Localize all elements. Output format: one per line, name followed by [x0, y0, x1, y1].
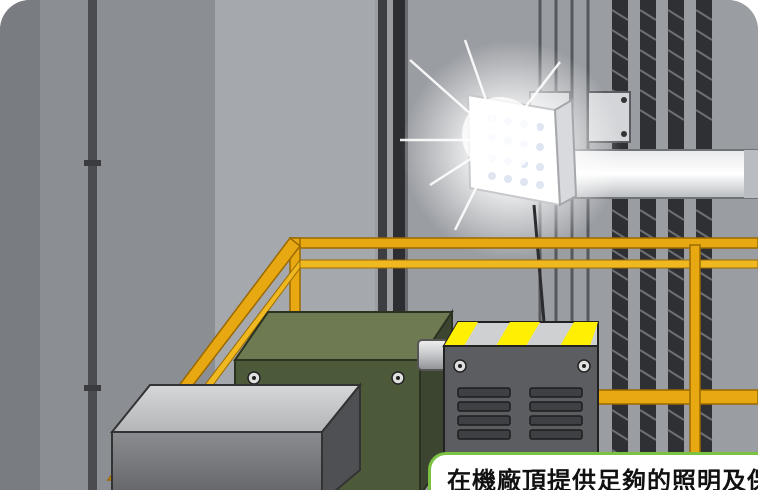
pipe-clamp [84, 160, 101, 166]
pipe-clamp [84, 385, 101, 391]
hazard-stripe-icon [444, 322, 598, 346]
light-rays [400, 39, 561, 231]
machine-housing [109, 382, 363, 490]
wall-left-edge [0, 0, 40, 490]
flood-light-icon [462, 93, 578, 207]
ventilation-grille-icon [457, 387, 583, 440]
caption-text: 在機廠頂提供足夠的照明及保 [447, 467, 758, 490]
caption-box: 在機廠頂提供足夠的照明及保 [428, 452, 758, 490]
wall-pipe [88, 0, 97, 490]
